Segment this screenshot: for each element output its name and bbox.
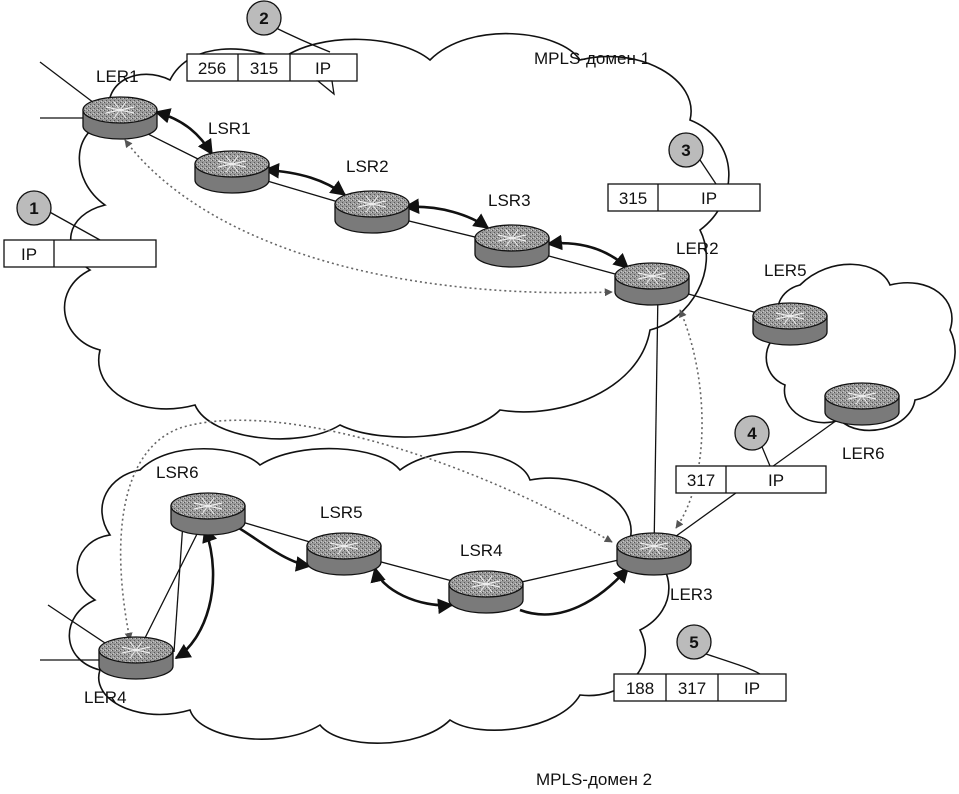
label-LSR5: LSR5	[320, 503, 363, 522]
label-LER5: LER5	[764, 261, 807, 280]
packet-step-4: 4 317 IP	[675, 415, 827, 494]
packet-4-cell-ip: IP	[768, 471, 784, 490]
router-LER1	[82, 96, 158, 140]
step-badge-4: 4	[747, 424, 757, 443]
label-LER2: LER2	[676, 239, 719, 258]
label-LER3: LER3	[670, 585, 713, 604]
router-LSR5	[306, 532, 382, 576]
packet-step-2: 2 256 315 IP	[186, 0, 358, 96]
step-badge-3: 3	[681, 141, 690, 160]
router-LSR1	[194, 150, 270, 194]
packet-2-cell-256: 256	[198, 59, 226, 78]
packet-2-cell-315: 315	[250, 59, 278, 78]
packet-3-cell-ip: IP	[701, 189, 717, 208]
label-domain-1: MPLS-домен 1	[534, 49, 650, 68]
step-badge-2: 2	[259, 9, 268, 28]
router-LSR6	[170, 492, 246, 536]
router-LER5	[752, 302, 828, 346]
step-badge-1: 1	[29, 199, 38, 218]
packet-3-cell-315: 315	[619, 189, 647, 208]
router-LER4	[98, 636, 174, 680]
packet-4-cell-317: 317	[687, 471, 715, 490]
packet-2-cell-ip: IP	[315, 59, 331, 78]
packet-5-cell-317: 317	[678, 679, 706, 698]
label-LSR2: LSR2	[346, 157, 389, 176]
router-LER6	[824, 382, 900, 426]
label-LSR6: LSR6	[156, 463, 199, 482]
label-domain-2: MPLS-домен 2	[536, 770, 652, 789]
packet-step-1: 1 IP	[3, 190, 157, 268]
packet-1-cell-ip: IP	[21, 245, 37, 264]
label-LER6: LER6	[842, 444, 885, 463]
label-LSR3: LSR3	[488, 191, 531, 210]
label-LER1: LER1	[96, 67, 139, 86]
cloud-domain-2	[68, 447, 670, 744]
router-LSR4	[448, 570, 524, 614]
cloud-domain-1	[63, 32, 730, 440]
packet-5-cell-ip: IP	[744, 679, 760, 698]
packet-step-3: 3 315 IP	[607, 132, 761, 212]
step-badge-5: 5	[689, 633, 698, 652]
router-LSR3	[474, 224, 550, 268]
router-LER2	[614, 262, 690, 306]
label-LSR1: LSR1	[208, 119, 251, 138]
router-LER3	[616, 532, 692, 576]
packet-5-cell-188: 188	[626, 679, 654, 698]
packet-step-5: 5 188 317 IP	[613, 624, 787, 702]
label-LER4: LER4	[84, 688, 127, 707]
router-LSR2	[334, 190, 410, 234]
label-LSR4: LSR4	[460, 541, 503, 560]
